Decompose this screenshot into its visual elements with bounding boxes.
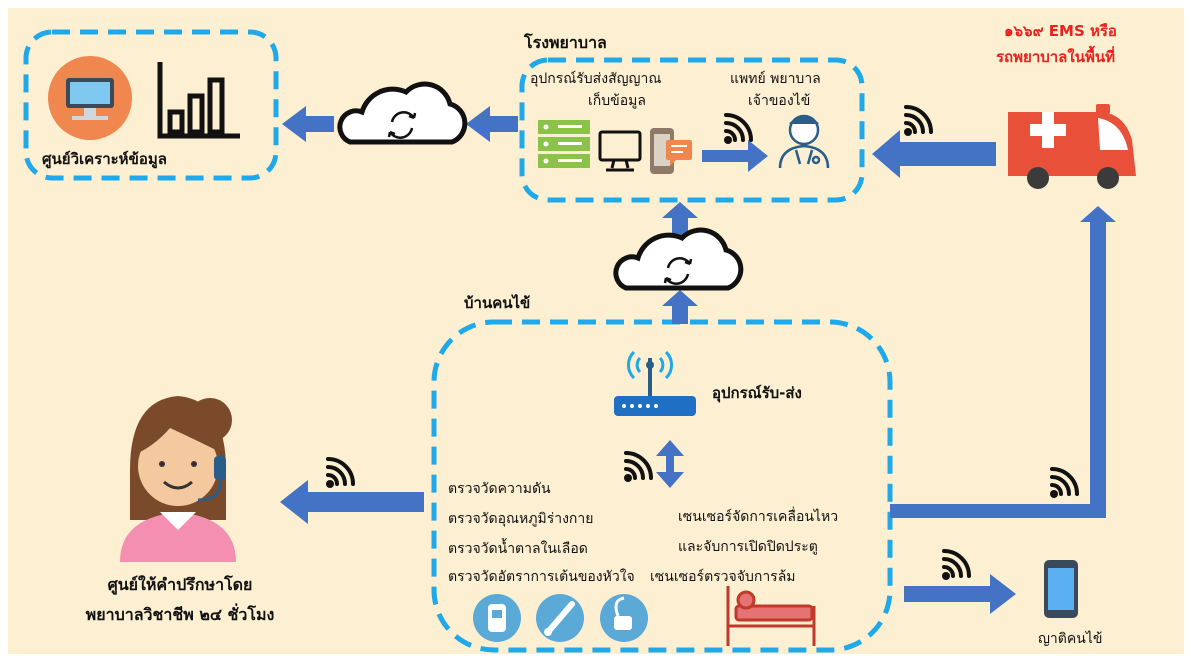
measurement-item: ตรวจวัดความดัน xyxy=(448,481,551,497)
wifi-icon-consult xyxy=(324,457,355,490)
hospital-device-label: อุปกรณ์รับส่งสัญญาณ xyxy=(530,71,662,87)
arrow-home-to-relatives xyxy=(904,574,1016,614)
arrow-hospital-to-cloud xyxy=(466,106,518,142)
patient-home-title: บ้านคนไข้ xyxy=(464,294,531,312)
server-icon xyxy=(538,120,590,168)
wifi-icon-home xyxy=(622,451,653,484)
bar-chart-icon xyxy=(157,62,240,139)
router-icon xyxy=(614,350,696,416)
hospital-staff-label-2: เจ้าของไข้ xyxy=(748,93,811,109)
smartphone-icon xyxy=(1044,560,1078,618)
arrow-ems-to-hospital xyxy=(872,130,996,178)
wifi-icon-ems-line xyxy=(1048,467,1079,500)
blood-pressure-monitor-icon xyxy=(600,594,648,642)
patient-bed-icon xyxy=(726,586,816,646)
glucose-meter-icon xyxy=(473,594,521,642)
desktop-monitor-icon xyxy=(598,130,642,172)
hospital-box xyxy=(519,57,865,203)
patient-home-box xyxy=(431,319,893,653)
analysis-center-box xyxy=(23,29,279,181)
cloud-icon-middle xyxy=(616,230,741,288)
arrow-home-to-cloud xyxy=(662,290,698,324)
arrow-home-to-consult xyxy=(280,480,424,524)
cloud-icon-top xyxy=(340,84,465,142)
hospital-storage-label: เก็บข้อมูล xyxy=(588,93,646,109)
arrow-cloud-to-hospital xyxy=(662,202,698,236)
arrow-home-to-ems xyxy=(890,206,1116,518)
arrow-bidirectional-router xyxy=(656,440,684,488)
thermometer-icon xyxy=(536,594,584,642)
hospital-title: โรงพยาบาล xyxy=(524,33,607,52)
consult-center-label-1: ศูนย์ให้คำปรึกษาโดย xyxy=(107,575,253,594)
arrow-device-to-staff xyxy=(702,140,768,172)
wifi-icon-hospital xyxy=(722,113,753,146)
computer-icon xyxy=(48,56,132,140)
sensor-item: และจับการเปิดปิดประตู xyxy=(678,539,818,555)
consult-center-label-2: พยาบาลวิชาชีพ ๒๔ ชั่วโมง xyxy=(85,605,275,624)
measurement-item: ตรวจวัดอุณหภูมิร่างกาย xyxy=(448,511,594,527)
wifi-icon-relatives xyxy=(940,549,971,582)
sensor-item: เซนเซอร์จัดการเคลื่อนไหว xyxy=(678,509,839,525)
measurement-item: ตรวจวัดอัตราการเต้นของหัวใจ xyxy=(448,569,635,585)
arrow-cloud-to-analysis xyxy=(282,106,334,142)
ems-label-1: ๑๖๖๙ EMS หรือ xyxy=(1004,22,1117,40)
mobile-message-icon xyxy=(650,128,692,174)
ambulance-icon xyxy=(1008,104,1136,189)
doctor-icon xyxy=(778,114,830,169)
measurement-item: ตรวจวัดน้ำตาลในเลือด xyxy=(448,541,588,557)
analysis-center-label: ศูนย์วิเคราะห์ข้อมูล xyxy=(42,150,167,168)
wifi-icon-ems xyxy=(902,105,933,138)
relatives-label: ญาติคนไข้ xyxy=(1038,631,1103,647)
sensor-item: เซนเซอร์ตรวจจับการล้ม xyxy=(650,569,796,585)
ems-label-2: รถพยาบาลในพื้นที่ xyxy=(996,48,1115,66)
router-label: อุปกรณ์รับ-ส่ง xyxy=(712,384,802,402)
nurse-avatar-icon xyxy=(120,396,236,562)
hospital-staff-label-1: แพทย์ พยาบาล xyxy=(730,71,821,87)
